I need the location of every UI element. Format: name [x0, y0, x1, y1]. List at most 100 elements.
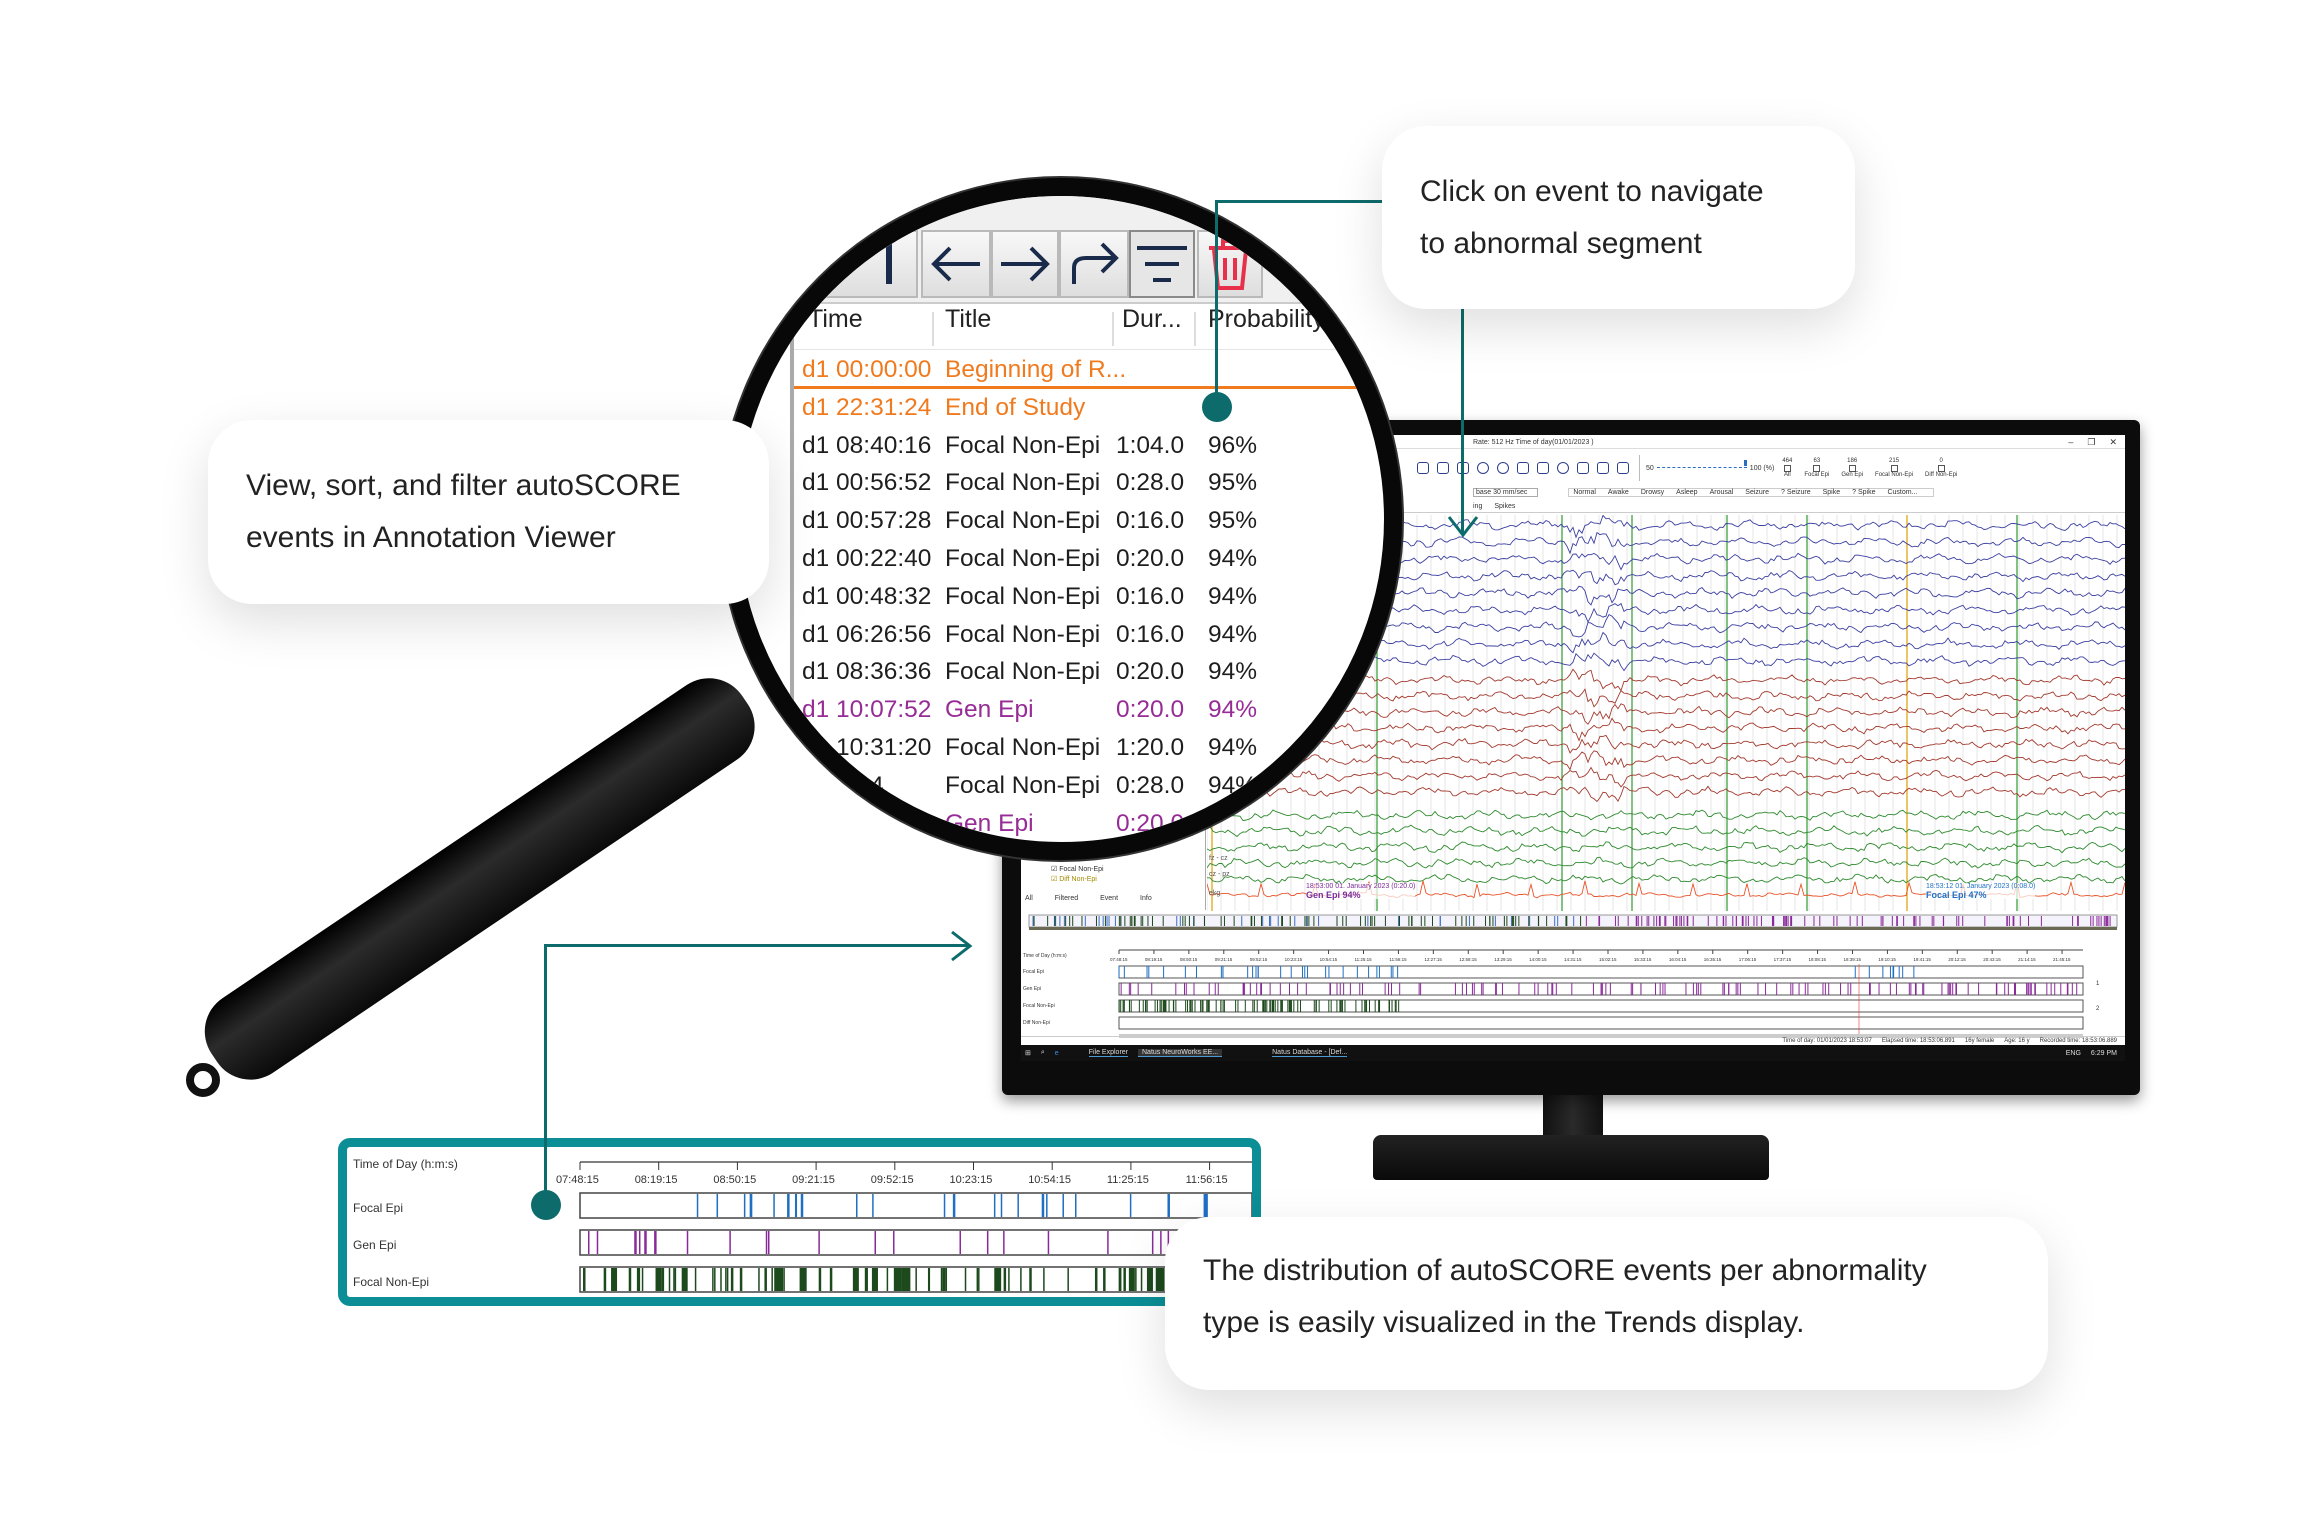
clock[interactable]: 6:29 PM — [2090, 1049, 2117, 1057]
tick-label: 21:45:15 — [2053, 957, 2071, 962]
stopwatch-icon[interactable] — [1557, 462, 1569, 474]
column-probability[interactable]: Probability — [1208, 305, 1325, 333]
trend-event-bar — [1203, 1194, 1207, 1217]
tick-label: 08:19:15 — [634, 1174, 678, 1186]
cell-prob: 96% — [1208, 431, 1258, 459]
column-time[interactable]: Time — [808, 305, 863, 333]
first-button[interactable] — [800, 230, 918, 298]
close-button[interactable]: ✕ — [2109, 437, 2117, 447]
eeg-event-gen-epi[interactable]: 18:53:00 01. January 2023 (0:20.0) Gen E… — [1306, 883, 1416, 900]
trend-event-bar — [904, 1268, 911, 1291]
filter-icon — [1137, 246, 1187, 282]
tab-partial[interactable]: ing — [1473, 503, 1483, 510]
go-to-button[interactable] — [1059, 230, 1129, 298]
windows-start-icon[interactable]: ⊞ — [1025, 1050, 1031, 1057]
annotation-button[interactable]: Asleep — [1676, 488, 1698, 496]
event-navigation-strip[interactable] — [1021, 912, 2125, 934]
delete-button[interactable] — [1197, 230, 1263, 298]
taskbar-app[interactable]: Natus Database - [Def... — [1272, 1049, 1348, 1057]
eeg-event-focal-epi[interactable]: 18:53:12 01. January 2023 (0:08.0) Focal… — [1926, 883, 2036, 900]
annotation-button[interactable]: Drowsy — [1640, 488, 1665, 496]
checkbox[interactable] — [1937, 464, 1945, 472]
camera-icon[interactable] — [1417, 462, 1429, 474]
title-bar: Rate: 512 Hz Time of day(01/01/2023 ) – … — [1021, 437, 2125, 449]
column-duration[interactable]: Dur... — [1122, 305, 1182, 333]
filter-item[interactable]: ☑ Diff Non-Epi — [1051, 876, 1097, 883]
trend-row-label: Focal Non-Epi — [1023, 1003, 1055, 1009]
magnifier-handle-ring — [186, 1063, 220, 1097]
trend-event-bar — [638, 1231, 641, 1254]
tick-label: 09:21:15 — [792, 1174, 835, 1186]
tab-filtered[interactable]: Filtered — [1054, 895, 1079, 902]
taskbar-app[interactable]: File Explorer — [1088, 1049, 1128, 1057]
trend-event-bar — [893, 1231, 895, 1254]
previous-button[interactable] — [921, 230, 991, 298]
annotation-button[interactable]: ? Seizure — [1781, 488, 1811, 496]
timebase-select[interactable]: base 30 mm/sec — [1473, 487, 1539, 497]
measure-icon[interactable] — [1537, 462, 1549, 474]
tab-info[interactable]: Info — [1140, 895, 1152, 902]
annotation-viewer: Time Title Dur... Probability d1 00:00:0… — [738, 196, 1384, 842]
trends-event-bars[interactable] — [347, 1147, 1252, 1297]
checkbox[interactable] — [1848, 464, 1856, 472]
annotation-button[interactable]: Normal — [1573, 488, 1596, 496]
annotation-button[interactable]: Awake — [1607, 488, 1629, 496]
strip-scrollbar[interactable] — [1029, 927, 2117, 930]
annotation-button[interactable]: Custom... — [1887, 488, 1918, 496]
count-label: All — [1783, 471, 1791, 478]
trend-event-bar — [943, 1194, 946, 1217]
tab-event[interactable]: Event — [1100, 895, 1119, 902]
tick-label: 11:25:15 — [1354, 957, 1372, 962]
probability-slider[interactable] — [1656, 460, 1747, 469]
filter-item[interactable]: ☑ Focal Non-Epi — [1051, 866, 1104, 873]
trend-event-bar — [726, 1268, 729, 1291]
table-row[interactable] — [794, 806, 1384, 842]
notes-icon[interactable] — [1577, 462, 1589, 474]
taskbar-app[interactable]: Natus NeuroWorks EE... — [1138, 1049, 1223, 1057]
minimize-button[interactable]: – — [2068, 437, 2074, 447]
trend-event-bar — [1000, 1194, 1003, 1217]
tick-label: 09:52:15 — [1250, 957, 1268, 962]
next-button[interactable] — [991, 230, 1059, 298]
checkbox[interactable] — [1813, 464, 1821, 472]
connector-dot — [1202, 392, 1232, 422]
checkbox[interactable] — [1890, 464, 1898, 472]
tab-spikes[interactable]: Spikes — [1494, 503, 1516, 510]
eeg-channel-trace — [1207, 734, 2125, 754]
trend-event-bar — [644, 1231, 647, 1254]
trend-event-bar — [1149, 1268, 1152, 1291]
eeg-waveform-display[interactable] — [1207, 515, 2125, 911]
count-value: 186 — [1847, 457, 1858, 464]
trend-event-bar — [1123, 1268, 1126, 1291]
zoom-out-icon[interactable] — [1497, 462, 1509, 474]
annotation-button[interactable]: Seizure — [1745, 488, 1770, 496]
trend-event-bar — [800, 1268, 807, 1291]
print-icon[interactable] — [1437, 462, 1449, 474]
maximize-button[interactable]: ❐ — [2087, 437, 2096, 447]
monitor-icon[interactable] — [1617, 462, 1629, 474]
column-title[interactable]: Title — [945, 305, 992, 333]
waveform-icon[interactable] — [1517, 462, 1529, 474]
language-indicator[interactable]: ENG — [2065, 1049, 2081, 1057]
browser-icon[interactable]: e — [1054, 1049, 1059, 1057]
annotation-button[interactable]: Arousal — [1709, 488, 1734, 496]
annotation-button[interactable]: ? Spike — [1852, 488, 1876, 496]
filter-button[interactable] — [1129, 230, 1195, 298]
trend-event-bar — [952, 1194, 956, 1217]
cell-title: Focal Non-Epi — [945, 620, 1101, 648]
count-label: Diff Non-Epi — [1925, 471, 1958, 478]
annotation-button[interactable]: Spike — [1822, 488, 1841, 496]
eeg-channel-trace — [1207, 841, 2125, 854]
tab-all[interactable]: All — [1025, 895, 1033, 902]
checkbox[interactable] — [1783, 464, 1791, 472]
zoom-in-icon[interactable] — [1477, 462, 1489, 474]
video-icon[interactable] — [1597, 462, 1609, 474]
search-icon[interactable]: ⌕ — [1040, 1049, 1045, 1056]
eeg-channel-trace — [1207, 824, 2125, 838]
